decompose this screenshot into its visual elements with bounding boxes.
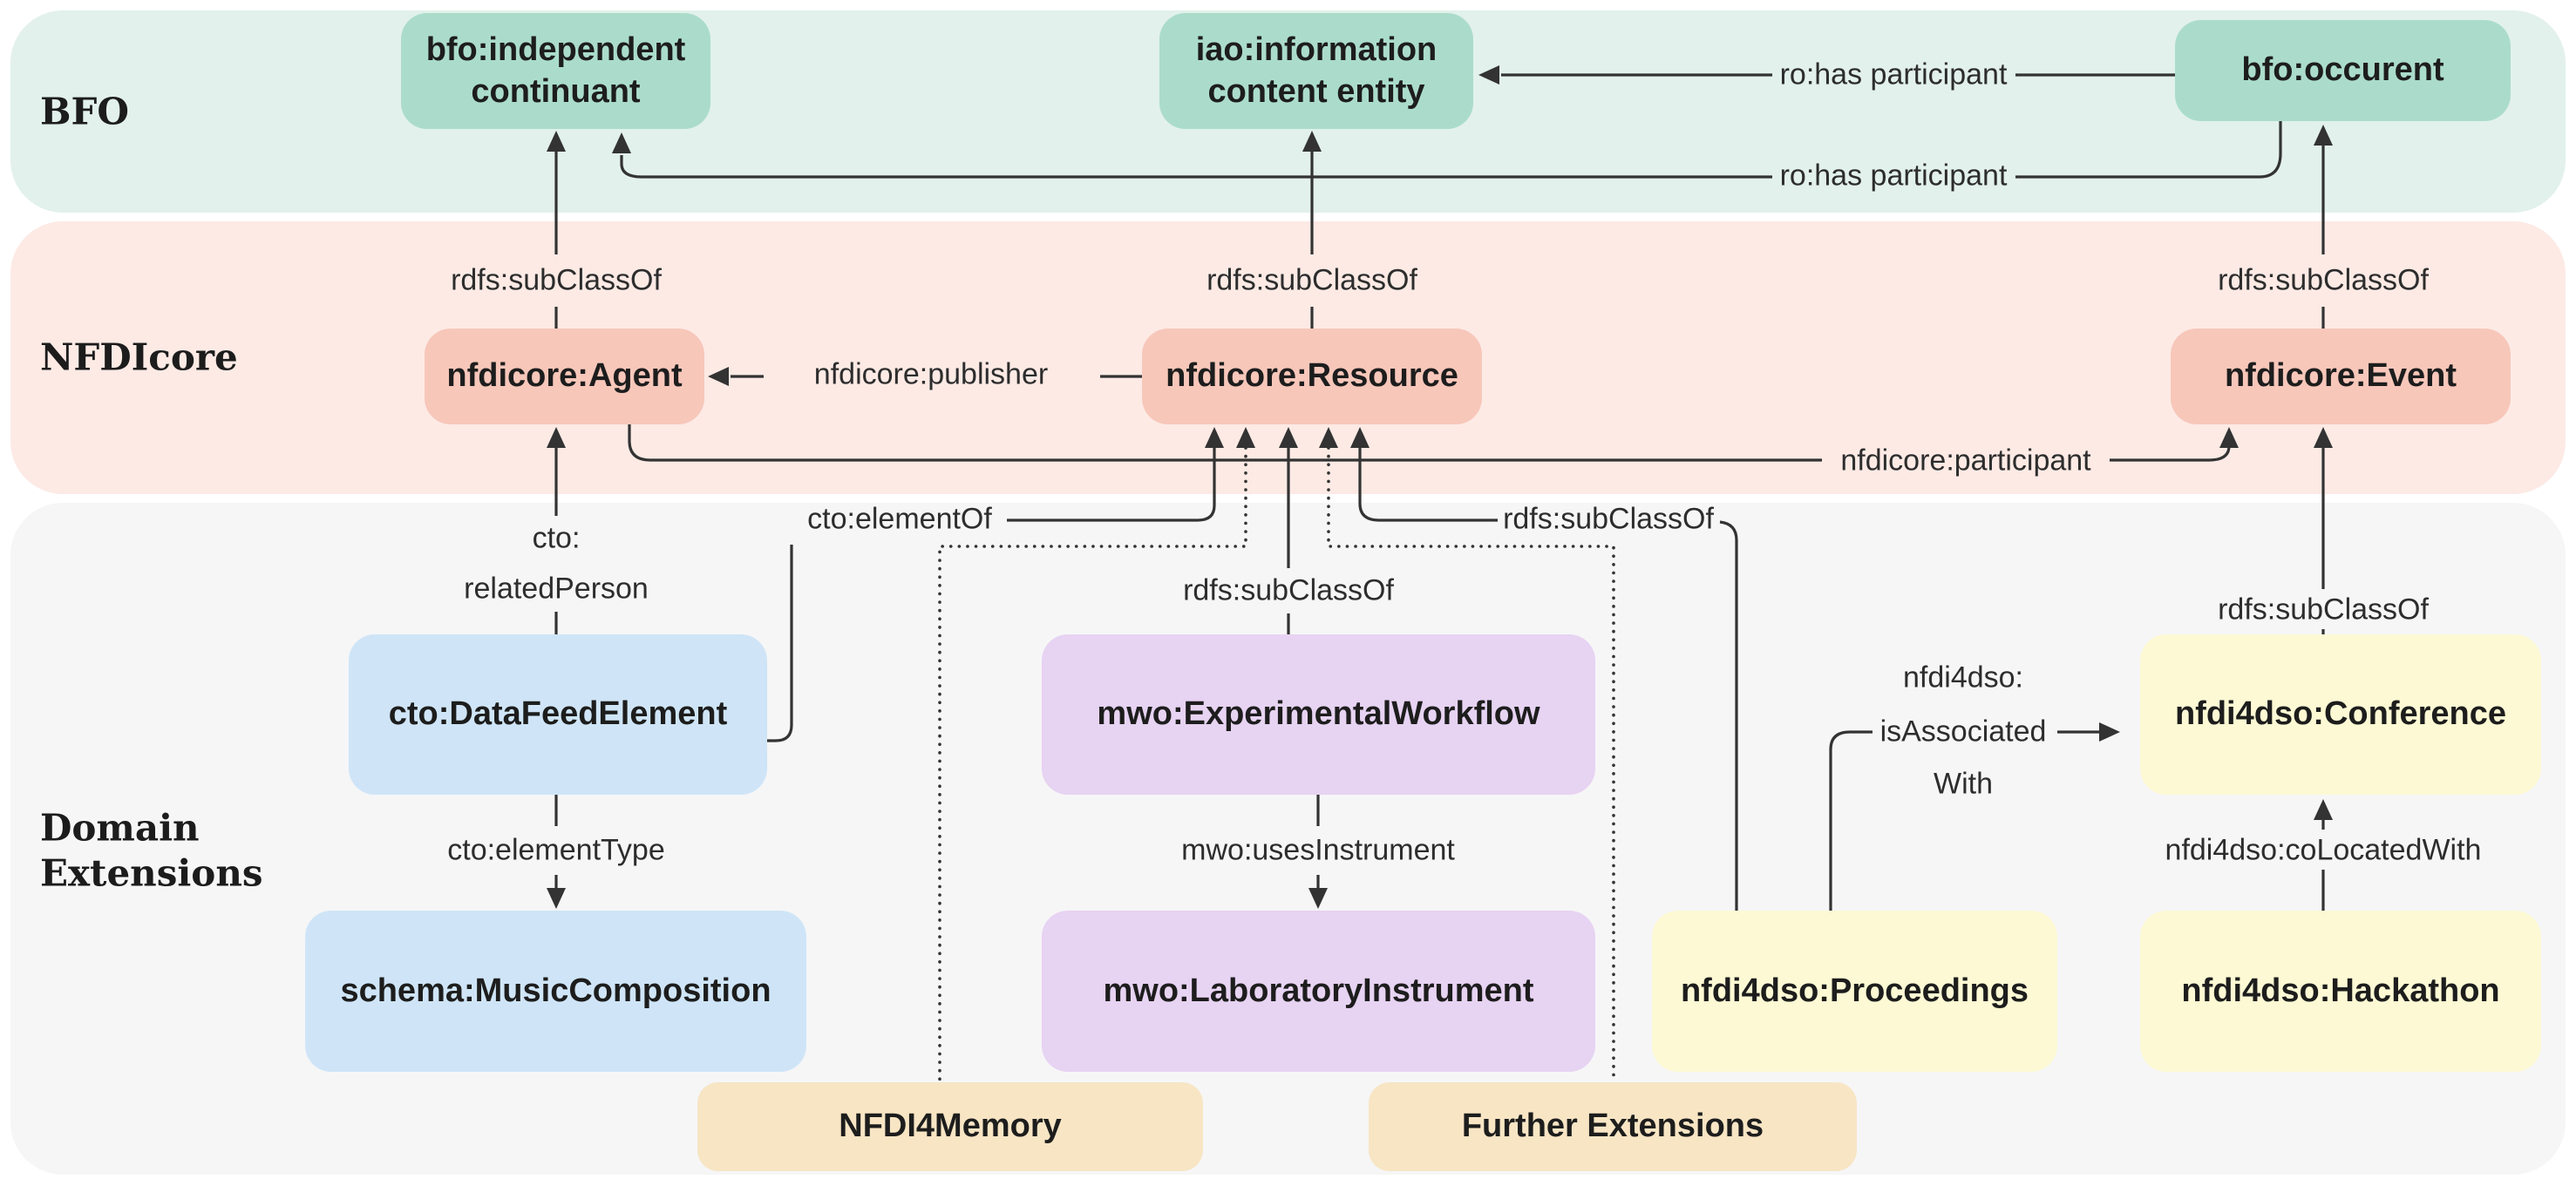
edge-label-co-located-with: nfdi4dso:coLocatedWith [2165, 833, 2482, 867]
edge-subclassof-conference [2314, 427, 2333, 634]
edge-label-subclassof-event: rdfs:subClassOf [2218, 263, 2429, 297]
edge-element-type [547, 795, 566, 909]
band-label-domain-line2: Extensions [40, 851, 263, 895]
node-nfdicore-agent: nfdicore:Agent [425, 329, 704, 424]
edge-label-is-associated-line2: isAssociated [1879, 715, 2047, 749]
edge-subclassof-event [2314, 125, 2333, 329]
edge-label-subclassof-resource: rdfs:subClassOf [1206, 263, 1417, 297]
edge-subclassof-resource [1302, 131, 1322, 329]
edge-label-uses-instrument: mwo:usesInstrument [1181, 833, 1455, 867]
node-bfo-occurent: bfo:occurent [2175, 20, 2511, 121]
edge-label-subclassof-proceedings: rdfs:subClassOf [1503, 502, 1714, 536]
edge-label-subclassof-workflow: rdfs:subClassOf [1183, 573, 1394, 607]
node-nfdi4memory: NFDI4Memory [697, 1082, 1203, 1171]
edge-uses-instrument [1308, 795, 1328, 909]
node-iao-information-content-entity: iao:information content entity [1159, 13, 1473, 129]
node-bfo-independent-continuant: bfo:independent continuant [401, 13, 710, 129]
node-nfdicore-event: nfdicore:Event [2171, 329, 2511, 424]
edge-is-associated-with [1829, 722, 2120, 911]
edge-has-participant-iao [1478, 65, 2175, 85]
edge-label-element-of: cto:elementOf [807, 502, 992, 536]
edge-related-person [547, 427, 566, 634]
node-mwo-laboratoryinstrument: mwo:LaboratoryInstrument [1042, 911, 1595, 1072]
node-schema-musiccomposition: schema:MusicComposition [305, 911, 806, 1072]
edge-label-related-person-line1: cto: [532, 521, 581, 555]
edge-co-located-with [2314, 799, 2333, 911]
edge-publisher [708, 367, 1142, 386]
node-mwo-experimentalworkflow: mwo:ExperimentalWorkflow [1042, 634, 1595, 795]
edge-label-is-associated-line1: nfdi4dso: [1903, 661, 2023, 695]
band-label-nfdicore: NFDIcore [40, 335, 238, 379]
edge-subclassof-workflow [1279, 427, 1298, 634]
edge-label-element-type: cto:elementType [447, 833, 665, 867]
edge-participant [628, 424, 2239, 462]
edge-label-subclassof-conference: rdfs:subClassOf [2218, 593, 2429, 627]
edge-further-extensions-scope [1319, 427, 1615, 1084]
node-cto-datafeedelement: cto:DataFeedElement [349, 634, 767, 795]
edge-element-of [767, 427, 1224, 742]
edge-label-has-participant-iao: ro:has participant [1779, 58, 2008, 91]
edge-label-subclassof-agent: rdfs:subClassOf [451, 263, 662, 297]
node-nfdicore-resource: nfdicore:Resource [1142, 329, 1482, 424]
edge-nfdi4memory-scope [938, 427, 1255, 1084]
edge-subclassof-agent [547, 131, 566, 329]
node-further-extensions: Further Extensions [1369, 1082, 1857, 1171]
band-label-bfo: BFO [40, 90, 129, 133]
edge-label-participant: nfdicore:participant [1840, 444, 2091, 478]
edge-label-related-person-line2: relatedPerson [464, 572, 649, 606]
edge-label-publisher: nfdicore:publisher [813, 357, 1049, 391]
edge-has-participant-continuant [612, 121, 2282, 179]
node-nfdi4dso-proceedings: nfdi4dso:Proceedings [1652, 911, 2057, 1072]
edge-label-has-participant-continuant: ro:has participant [1779, 159, 2008, 193]
edge-label-is-associated-line3: With [1934, 767, 1993, 801]
band-label-domain-line1: Domain [40, 806, 200, 850]
node-nfdi4dso-hackathon: nfdi4dso:Hackathon [2140, 911, 2541, 1072]
node-nfdi4dso-conference: nfdi4dso:Conference [2140, 634, 2541, 795]
edge-subclassof-proceedings [1350, 427, 1738, 911]
